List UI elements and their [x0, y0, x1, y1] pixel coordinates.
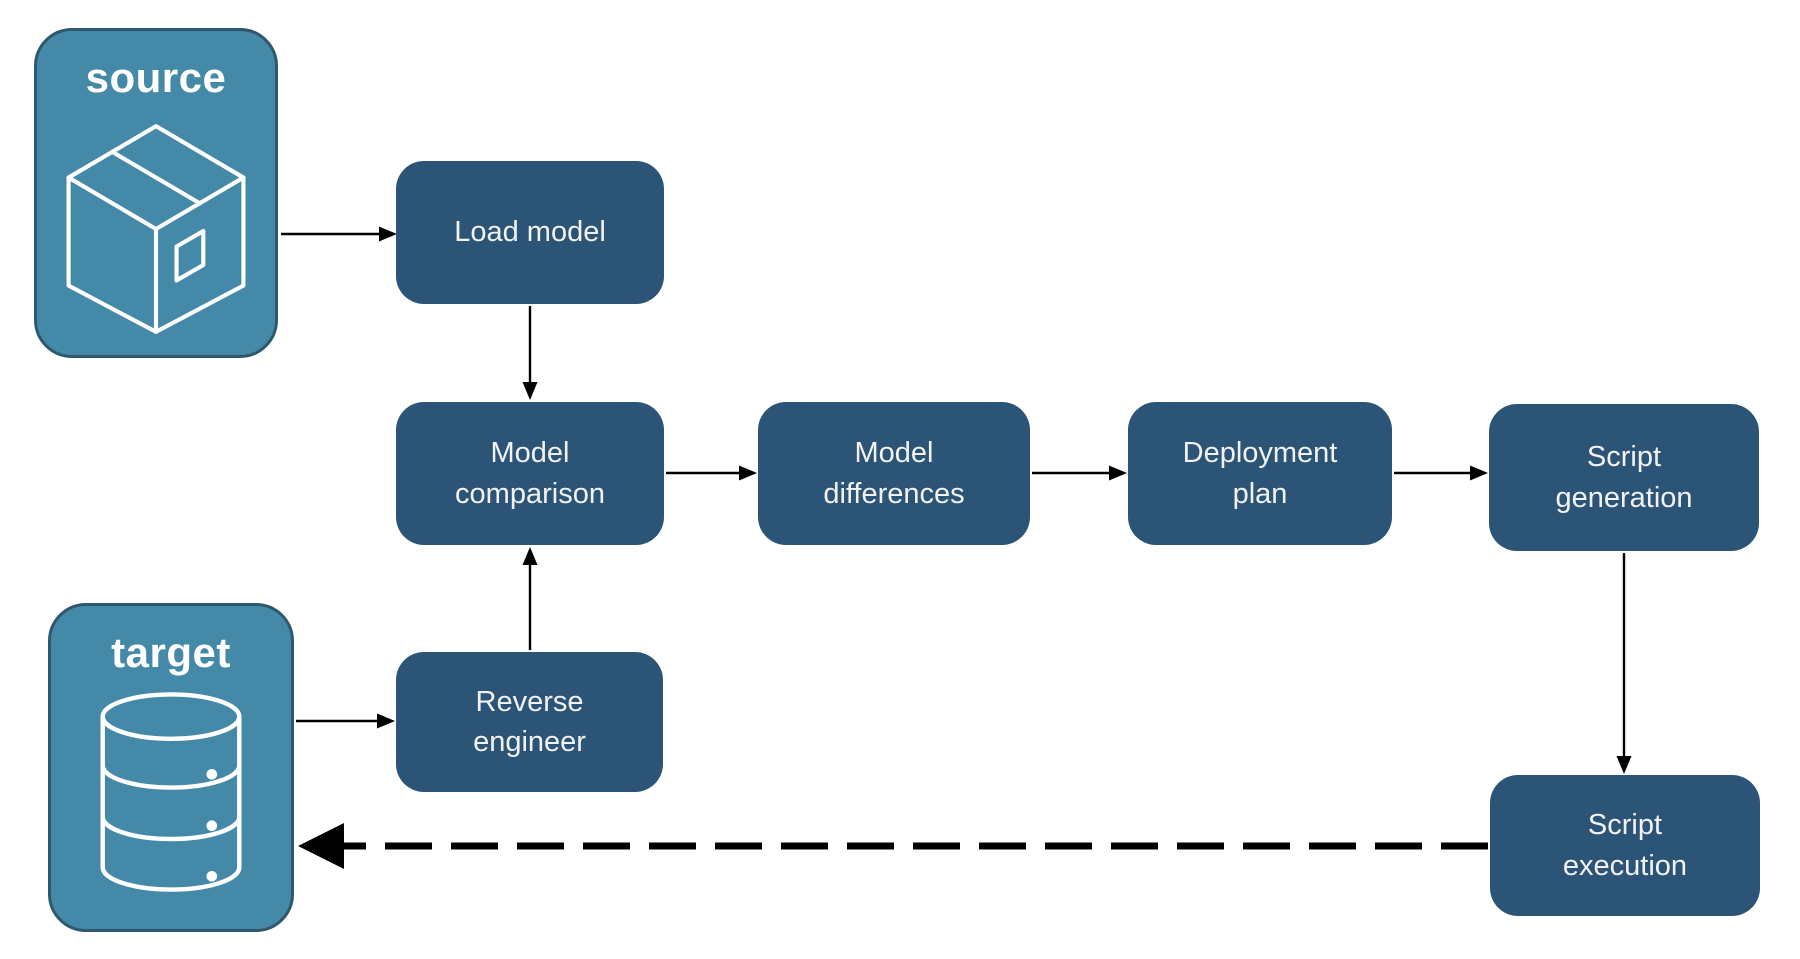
node-script-execution: Script execution: [1490, 775, 1760, 916]
package-icon: [60, 121, 252, 337]
node-label: Deployment plan: [1182, 437, 1338, 510]
arrowhead: [1616, 756, 1632, 774]
node-load-model: Load model: [396, 161, 664, 304]
arrowhead-large: [298, 823, 344, 869]
node-label: Reverse engineer: [473, 685, 586, 758]
arrowhead: [379, 226, 397, 242]
arrowhead: [377, 713, 395, 729]
node-label: Model comparison: [455, 437, 605, 510]
arrowhead: [1470, 465, 1488, 481]
node-deployment-plan: Deployment plan: [1128, 402, 1392, 545]
node-reverse-engineer: Reverse engineer: [396, 652, 663, 792]
arrowhead: [1109, 465, 1127, 481]
target-label: target: [111, 629, 231, 676]
node-label: Model differences: [823, 437, 965, 510]
source-label: source: [85, 54, 227, 101]
node-model-comparison: Model comparison: [396, 402, 664, 545]
database-icon: [95, 690, 247, 894]
node-model-differences: Model differences: [758, 402, 1030, 545]
node-label: Script generation: [1555, 441, 1693, 514]
node-script-generation: Script generation: [1489, 404, 1759, 551]
arrowhead: [739, 465, 757, 481]
node-label: Load model: [454, 216, 606, 249]
target-container: target: [48, 603, 294, 932]
arrowhead: [522, 382, 538, 400]
source-container: source: [34, 28, 278, 358]
arrowhead: [522, 547, 538, 565]
node-label: Script execution: [1562, 809, 1688, 882]
